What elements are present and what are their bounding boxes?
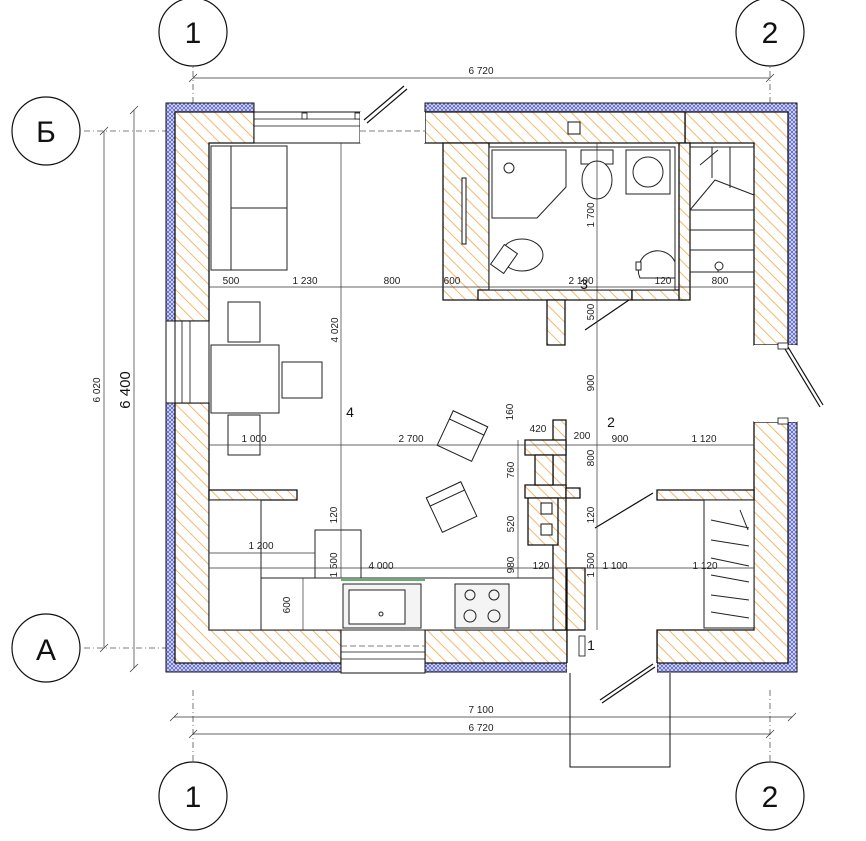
svg-text:1 230: 1 230	[292, 276, 317, 287]
svg-text:1 200: 1 200	[248, 541, 273, 552]
axis-bubble-2-top: 2	[735, 0, 805, 67]
room-labels: 4 2 3 1	[346, 276, 615, 653]
left-window	[165, 320, 210, 404]
svg-text:1 100: 1 100	[602, 561, 627, 572]
wardrobe	[703, 499, 755, 629]
dimension-labels: 500 1 230 800 600 2 100 120 800 1 700 4 …	[223, 202, 729, 613]
axis-bubble-b: Б	[11, 96, 81, 166]
kitchen-sink	[342, 583, 422, 629]
svg-text:980: 980	[506, 556, 517, 573]
svg-text:2: 2	[762, 781, 779, 814]
svg-text:800: 800	[586, 449, 597, 466]
entrance-door	[566, 630, 671, 768]
svg-text:900: 900	[612, 434, 629, 445]
svg-text:1 000: 1 000	[241, 434, 266, 445]
svg-text:1 120: 1 120	[692, 561, 717, 572]
svg-text:4: 4	[346, 404, 354, 420]
svg-text:760: 760	[506, 461, 517, 478]
svg-text:800: 800	[712, 276, 729, 287]
svg-text:6 400: 6 400	[117, 371, 134, 409]
svg-text:600: 600	[444, 276, 461, 287]
svg-text:Б: Б	[36, 116, 56, 149]
svg-text:500: 500	[223, 276, 240, 287]
axis-bubble-2-bottom: 2	[735, 761, 805, 831]
svg-text:2 100: 2 100	[568, 276, 593, 287]
dim-top-overall: 6 720	[188, 66, 775, 83]
dim-left-outer: 6 400	[117, 105, 139, 673]
svg-text:7 100: 7 100	[468, 705, 493, 716]
stove	[454, 583, 510, 629]
exterior-walls	[165, 102, 798, 673]
svg-text:6 720: 6 720	[468, 723, 493, 734]
balcony-door	[360, 85, 425, 143]
dim-bottom-axes: 6 720	[188, 723, 775, 739]
svg-text:4 020: 4 020	[330, 317, 341, 342]
svg-text:200: 200	[574, 431, 591, 442]
svg-text:120: 120	[655, 276, 672, 287]
axis-bubble-1-top: 1	[158, 0, 228, 67]
svg-text:120: 120	[533, 561, 550, 572]
svg-text:6 020: 6 020	[92, 377, 103, 402]
svg-text:500: 500	[586, 303, 597, 320]
bottom-window	[340, 629, 426, 674]
svg-text:1 500: 1 500	[586, 552, 597, 577]
dining-table	[210, 301, 323, 456]
left-door-partition	[461, 177, 467, 245]
right-exterior-door	[754, 342, 824, 425]
dim-left-axes: 6 020	[92, 126, 109, 653]
svg-text:3: 3	[580, 276, 588, 292]
svg-text:520: 520	[506, 515, 517, 532]
svg-text:1 700: 1 700	[586, 202, 597, 227]
svg-text:420: 420	[530, 424, 547, 435]
staircase	[689, 146, 755, 273]
internal-dim-lines	[209, 143, 754, 630]
svg-text:120: 120	[586, 506, 597, 523]
axis-bubble-a: А	[11, 613, 81, 683]
svg-text:6 720: 6 720	[468, 66, 493, 77]
svg-text:600: 600	[282, 596, 293, 613]
svg-text:1 500: 1 500	[329, 552, 340, 577]
axis-bubble-1-bottom: 1	[158, 761, 228, 831]
svg-text:1: 1	[185, 781, 202, 814]
sofa	[210, 145, 288, 271]
svg-text:1: 1	[185, 17, 202, 50]
bathroom-fixtures	[488, 146, 676, 331]
svg-text:2: 2	[762, 17, 779, 50]
svg-text:2 700: 2 700	[398, 434, 423, 445]
svg-text:160: 160	[505, 403, 516, 420]
svg-text:800: 800	[384, 276, 401, 287]
svg-text:1 120: 1 120	[691, 434, 716, 445]
svg-text:1: 1	[587, 637, 595, 653]
top-window	[253, 111, 361, 144]
wardrobe-door	[594, 492, 654, 529]
armchairs	[425, 410, 489, 534]
dim-bottom-outer: 7 100	[169, 705, 797, 722]
svg-text:120: 120	[329, 506, 340, 523]
svg-text:2: 2	[607, 414, 615, 430]
svg-text:А: А	[36, 634, 56, 667]
svg-text:900: 900	[586, 374, 597, 391]
svg-text:4 000: 4 000	[368, 561, 393, 572]
